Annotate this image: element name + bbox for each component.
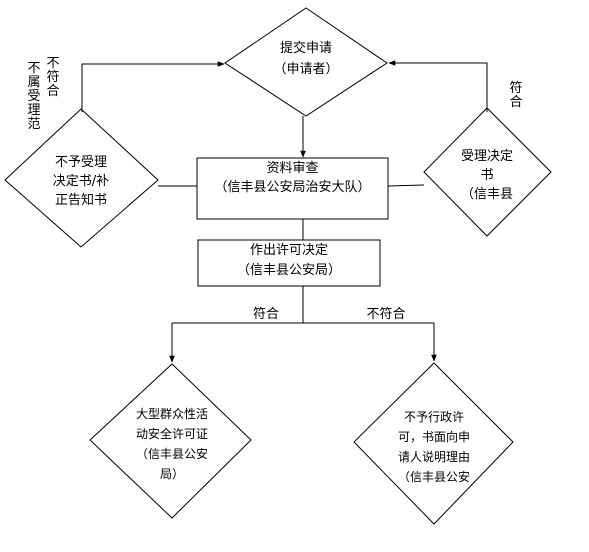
submit-diamond xyxy=(224,7,388,117)
reject-to-submit-arrow xyxy=(81,61,225,112)
accept-notice-diamond xyxy=(423,107,552,237)
permit-line3: （信丰县公安 xyxy=(135,447,208,461)
permit-diamond xyxy=(89,363,252,519)
permit-line4: 局） xyxy=(159,467,184,481)
conform-vertical-label: 符合 xyxy=(509,81,523,110)
accept-notice-line3: （信丰县 xyxy=(460,187,513,202)
review-to-accept-line xyxy=(387,184,425,187)
deny-line2: 可，书面向申 xyxy=(397,430,470,444)
accept-notice-line2: 书 xyxy=(480,168,494,183)
deny-line3: 请人说明理由 xyxy=(397,450,470,464)
deny-line4: （信丰县公安 xyxy=(397,470,470,484)
review-subtitle: （信丰县公安局治安大队） xyxy=(214,180,371,195)
decision-box xyxy=(197,239,381,287)
decision-subtitle: （信丰县公安局） xyxy=(236,263,341,278)
accept-to-submit-arrow xyxy=(388,60,488,112)
submit-title: 提交申请 xyxy=(279,41,332,56)
permit-line2: 动安全许可证 xyxy=(135,427,208,441)
review-title: 资料审查 xyxy=(266,161,319,176)
submit-subtitle: （申请者） xyxy=(273,62,339,77)
not-conform-branch-label: 不符合 xyxy=(366,307,406,322)
deny-line1: 不予行政许 xyxy=(403,410,464,424)
deny-diamond xyxy=(353,362,514,525)
reject-notice-diamond xyxy=(4,108,159,248)
reject-notice-line1: 不予受理 xyxy=(54,155,107,170)
reject-notice-line2: 决定书/补 xyxy=(52,174,110,189)
accept-notice-line1: 受理决定 xyxy=(460,149,513,164)
reject-notice-line3: 正告知书 xyxy=(54,193,107,208)
conform-branch-label: 符合 xyxy=(252,307,279,322)
review-box xyxy=(196,157,389,220)
permit-line1: 大型群众性活 xyxy=(135,407,208,421)
not-conform-vertical-label: 不符合 xyxy=(46,56,60,99)
decision-title: 作出许可决定 xyxy=(249,243,328,258)
not-accept-scope-vertical-label: 不属受理范 xyxy=(27,61,41,132)
